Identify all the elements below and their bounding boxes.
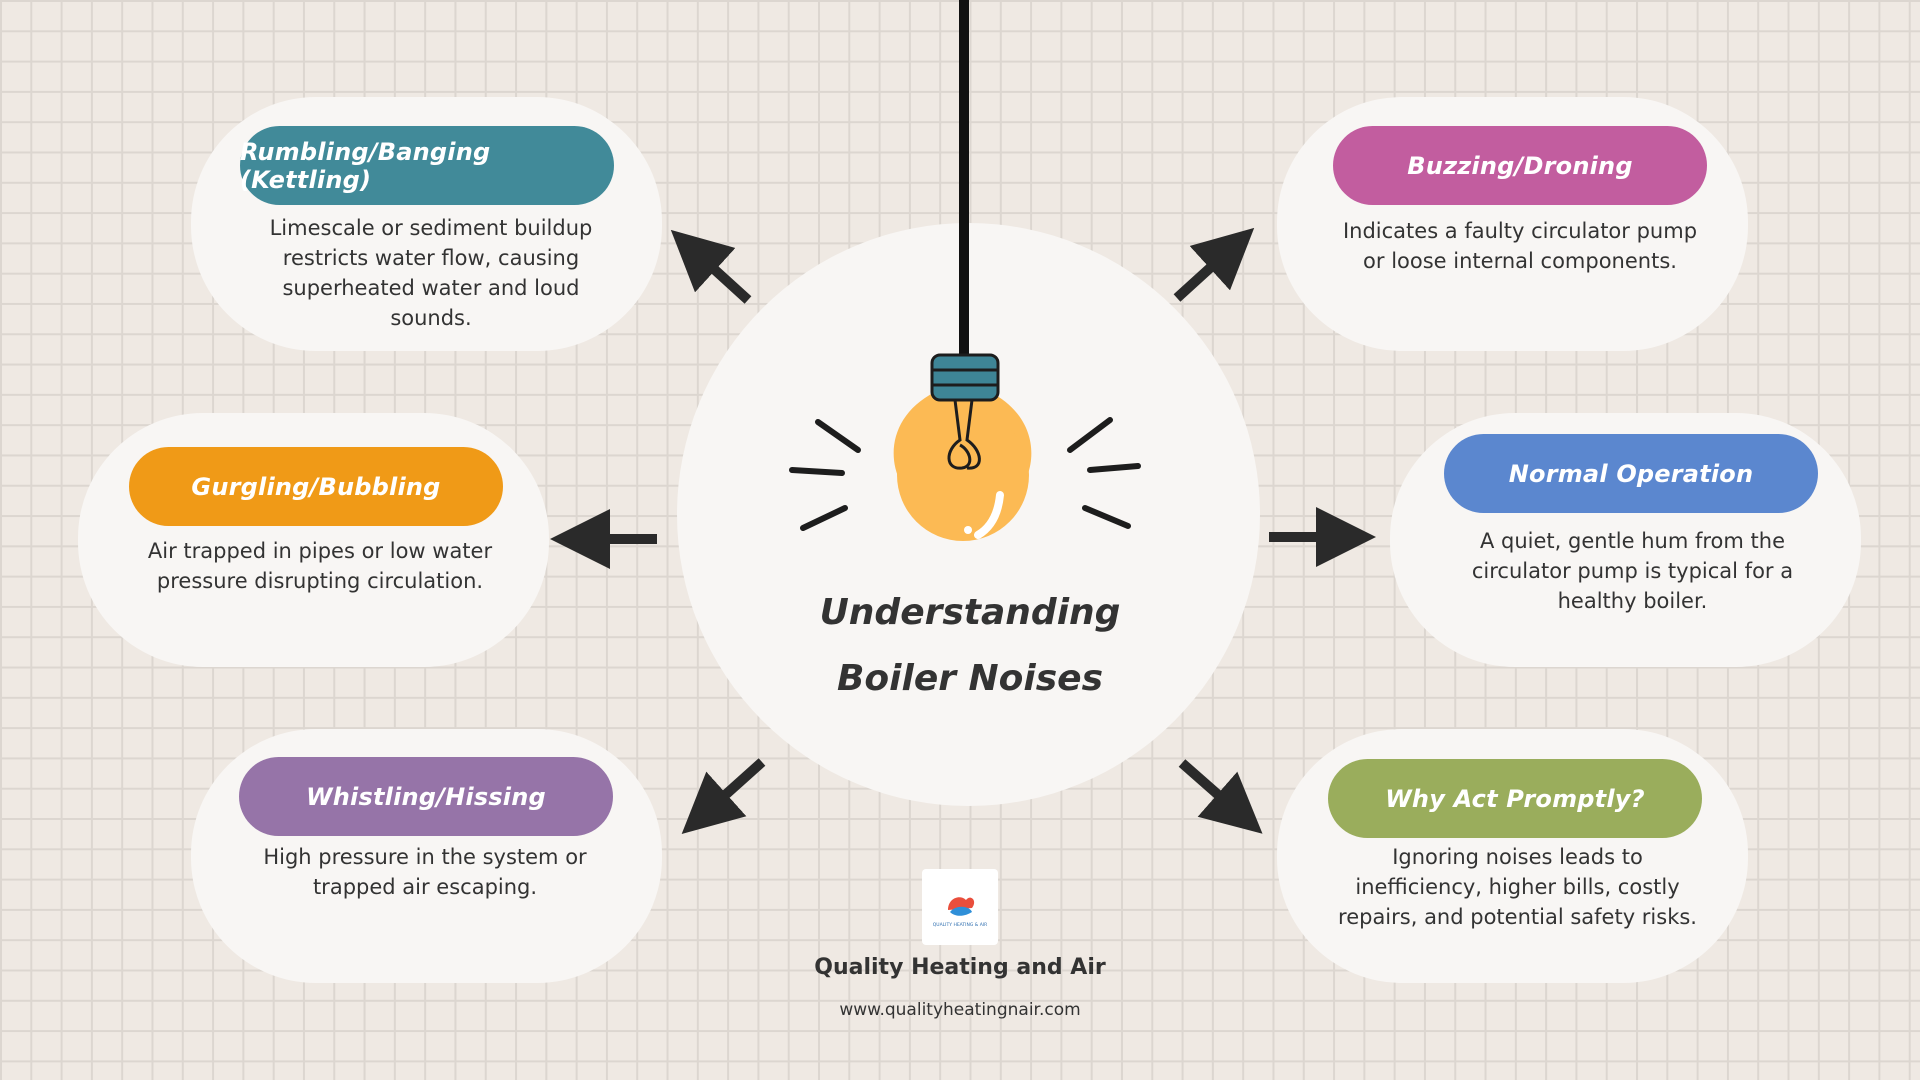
- desc-normal: A quiet, gentle hum from the circulator …: [1471, 529, 1794, 613]
- arrow-icon: [1173, 227, 1255, 302]
- arrow-icon: [670, 229, 752, 304]
- company-logo: QUALITY HEATING & AIR: [922, 869, 998, 945]
- logo-text: QUALITY HEATING & AIR: [933, 922, 987, 928]
- desc-rumbling: Limescale or sediment buildup restricts …: [269, 216, 593, 330]
- heading-rumbling: Rumbling/Banging (Kettling): [240, 126, 614, 205]
- heading-gurgling: Gurgling/Bubbling: [129, 447, 503, 526]
- desc-gurgling: Air trapped in pipes or low water pressu…: [147, 539, 493, 593]
- desc-whistling: High pressure in the system or trapped a…: [263, 845, 587, 899]
- light-rays: [789, 417, 1141, 531]
- website-link[interactable]: www.qualityheatingnair.com: [839, 1000, 1081, 1020]
- heading-act: Why Act Promptly?: [1328, 759, 1702, 838]
- desc-buzzing: Indicates a faulty circulator pump or lo…: [1342, 219, 1698, 273]
- logo-icon: QUALITY HEATING & AIR: [933, 897, 987, 928]
- heading-normal: Normal Operation: [1444, 434, 1818, 513]
- desc-act: Ignoring noises leads to inefficiency, h…: [1338, 845, 1697, 929]
- arrow-icon: [1178, 759, 1263, 834]
- heading-whistling: Whistling/Hissing: [239, 757, 613, 836]
- brand-name: Quality Heating and Air: [814, 955, 1106, 980]
- heading-buzzing: Buzzing/Droning: [1333, 126, 1707, 205]
- arrow-icon: [681, 758, 766, 835]
- cord: [959, 0, 969, 355]
- light-bulb-icon: [893, 353, 1032, 541]
- diagram-title: Understanding Boiler Noises: [819, 592, 1121, 699]
